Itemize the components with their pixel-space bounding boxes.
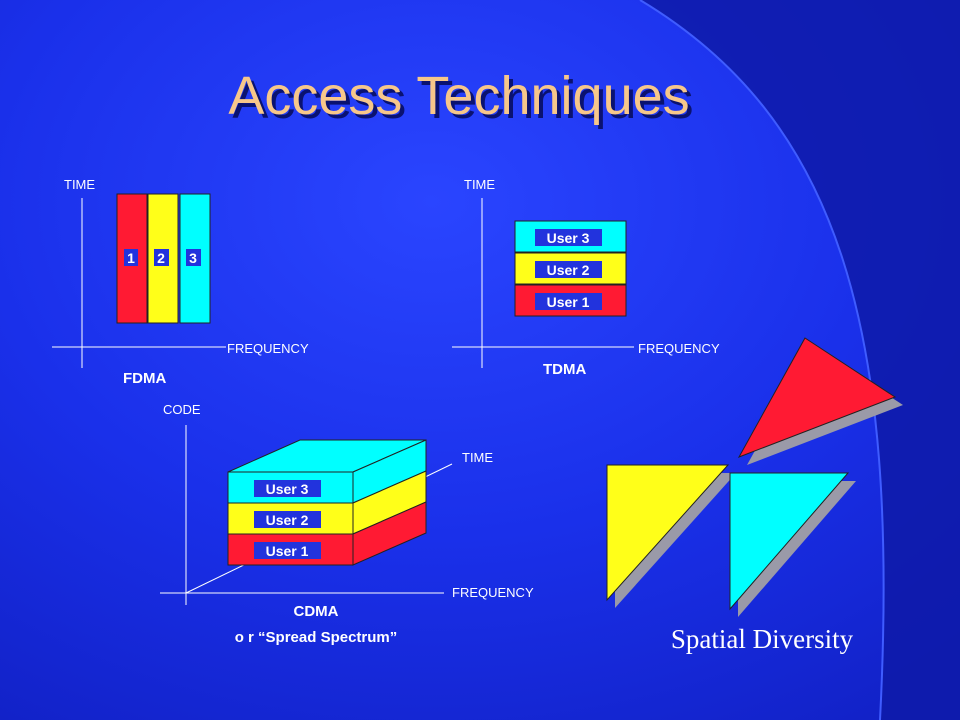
cdma-time-label: TIME (462, 450, 493, 465)
fdma-time-label: TIME (64, 177, 95, 192)
tdma-diagram: TIME FREQUENCY TDMA User 3 User 2 User 1 (452, 177, 720, 378)
slide-title-shadow: Access Techniques (232, 70, 693, 130)
tdma-user-2-tag-bg (535, 261, 602, 278)
yellow-triangle (606, 464, 730, 602)
fdma-channel-3-label: 3 (189, 250, 197, 266)
tdma-caption: TDMA (543, 361, 586, 378)
tdma-user-3-tag-bg (535, 229, 602, 246)
cdma-frequency-label: FREQUENCY (452, 585, 534, 600)
spatial-diversity-label: Spatial Diversity (671, 624, 854, 654)
fdma-diagram: TIME FREQUENCY FDMA 1 2 3 (52, 177, 309, 387)
cdma-user-3-tag-bg (254, 480, 321, 497)
fdma-frequency-label: FREQUENCY (227, 341, 309, 356)
fdma-channel-2-label: 2 (157, 250, 165, 266)
tdma-time-label: TIME (464, 177, 495, 192)
fdma-channel-1-label: 1 (127, 250, 135, 266)
tdma-user-2-label: User 2 (547, 262, 590, 278)
tdma-frequency-label: FREQUENCY (638, 341, 720, 356)
cdma-user-1-tag-bg (254, 542, 321, 559)
tdma-user-1-tag-bg (535, 293, 602, 310)
fdma-tag-2-bg (154, 249, 169, 266)
fdma-caption: FDMA (123, 370, 166, 387)
cdma-user-1-label: User 1 (266, 543, 309, 559)
background-arc-line (639, 0, 885, 720)
red-triangle (737, 337, 897, 458)
background-arc-shade (640, 0, 960, 720)
cdma-code-label: CODE (163, 402, 201, 417)
fdma-tag-1-bg (124, 249, 138, 266)
tdma-user-1-label: User 1 (547, 294, 590, 310)
cdma-user-2-tag-bg (254, 511, 321, 528)
cyan-triangle (729, 472, 850, 611)
fdma-tag-3-bg (186, 249, 201, 266)
tdma-user-3-label: User 3 (547, 230, 590, 246)
cdma-caption-subtitle: o r “Spread Spectrum” (235, 629, 398, 646)
cdma-diagram: CODE TIME FREQUENCY User 3 User 2 User 1… (160, 402, 534, 646)
spatial-diversity-diagram: Spatial Diversity (606, 337, 903, 654)
slide-title: Access Techniques (228, 66, 689, 126)
cdma-user-3-label: User 3 (266, 481, 309, 497)
cdma-user-2-label: User 2 (266, 512, 309, 528)
cdma-caption: CDMA (294, 603, 339, 620)
